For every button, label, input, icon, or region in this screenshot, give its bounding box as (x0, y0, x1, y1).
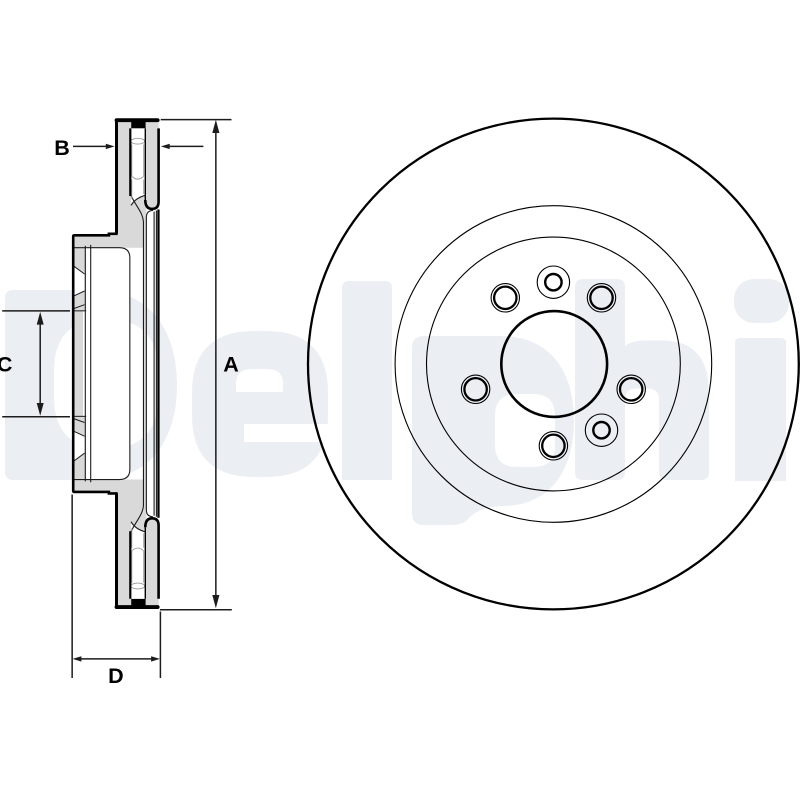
svg-text:C: C (0, 353, 12, 377)
svg-text:A: A (223, 353, 239, 377)
svg-text:D: D (108, 664, 124, 688)
svg-text:B: B (54, 136, 70, 160)
